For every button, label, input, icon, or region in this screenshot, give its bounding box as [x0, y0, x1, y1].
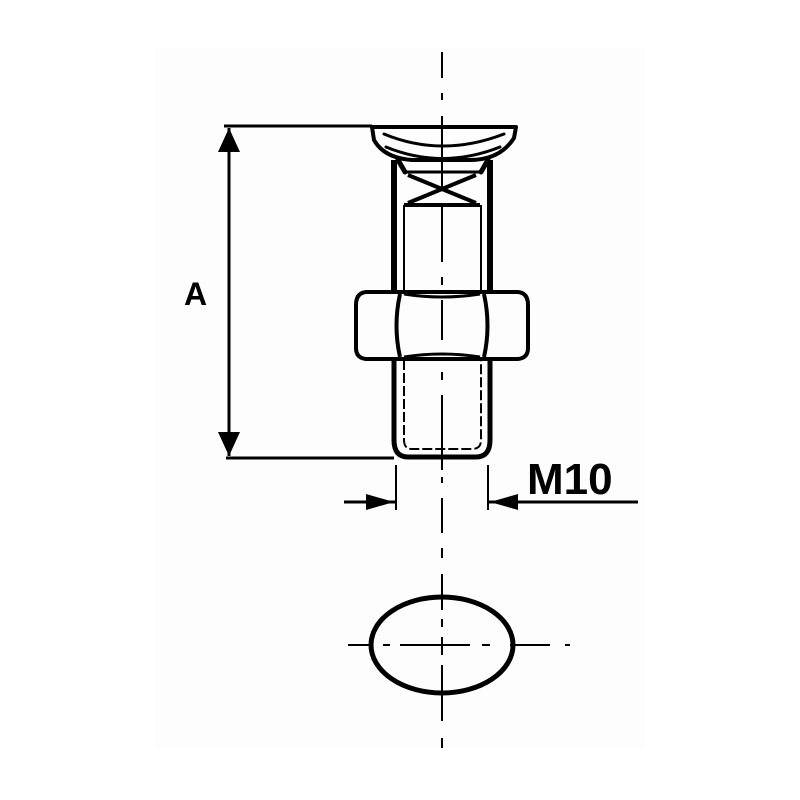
dimension-label-a: A — [184, 276, 208, 312]
thread-size-label: M10 — [527, 455, 613, 504]
hex-nut — [354, 290, 530, 361]
square-neck — [391, 160, 493, 292]
dimension-m10 — [344, 465, 638, 510]
dimension-a — [218, 124, 394, 460]
end-view — [348, 594, 570, 696]
bolt-shank — [391, 205, 493, 460]
bolt-head — [370, 125, 518, 175]
